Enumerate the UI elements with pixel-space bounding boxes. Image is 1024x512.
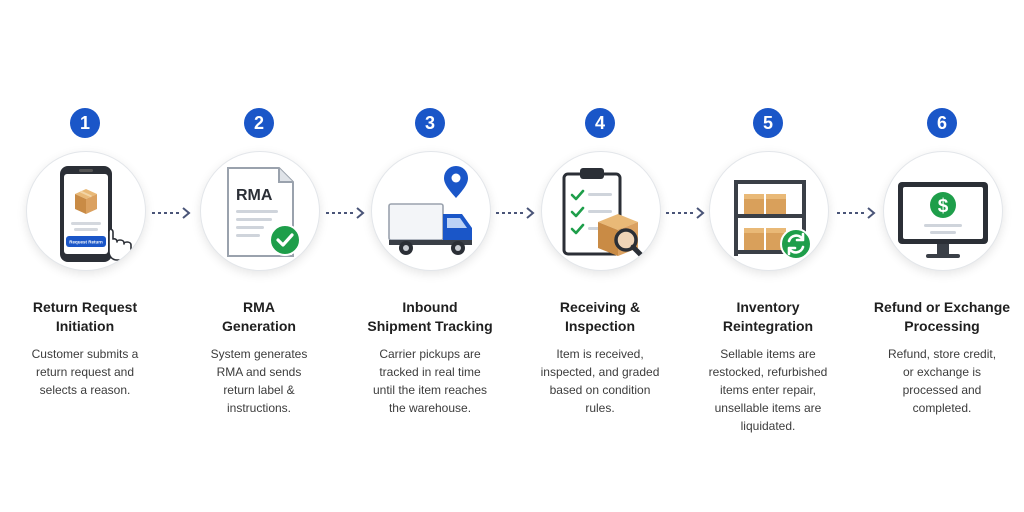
step-title: Receiving & Inspection (559, 299, 641, 334)
step-title: RMA Generation (222, 299, 296, 334)
step-2: 2 RMA RMA Generation System generates RM… (174, 0, 344, 512)
arrow-connector (666, 207, 705, 219)
refund-monitor-icon: $ (898, 182, 988, 258)
refresh-icon (780, 228, 812, 260)
step-number-badge: 4 (585, 108, 615, 138)
magnifier-icon (614, 228, 638, 252)
step-description: Sellable items are restocked, refurbishe… (708, 347, 828, 433)
svg-text:$: $ (938, 196, 949, 217)
rma-document-icon: RMA (227, 167, 301, 257)
step-description: Carrier pickups are tracked in real time… (372, 347, 488, 415)
phone-return-icon: Request Return (60, 166, 132, 262)
arrow-connector (837, 207, 876, 219)
step-title: Refund or Exchange Processing (873, 299, 1011, 334)
step-title: Inventory Reintegration (722, 299, 814, 334)
step-number-badge: 6 (927, 108, 957, 138)
step-icon-circle: Request Return (26, 151, 146, 271)
step-icon-circle: $ (883, 151, 1003, 271)
step-description: Refund, store credit, or exchange is pro… (887, 347, 997, 415)
request-return-button: Request Return (69, 240, 103, 245)
step-number-badge: 5 (753, 108, 783, 138)
dollar-icon (930, 192, 956, 218)
step-icon-circle (709, 151, 829, 271)
arrow-connector (326, 207, 365, 219)
arrow-connector (496, 207, 535, 219)
step-icon-circle: RMA (200, 151, 320, 271)
truck-tracking-icon (388, 166, 472, 255)
step-icon-circle (541, 151, 661, 271)
step-number-badge: 1 (70, 108, 100, 138)
step-icon-circle (371, 151, 491, 271)
step-4: 4 Receiving & Inspection Item is receive… (515, 0, 685, 512)
step-title: Inbound Shipment Tracking (367, 299, 493, 334)
step-description: Item is received, inspected, and graded … (540, 347, 660, 415)
document-label: RMA (236, 187, 273, 204)
step-1: 1 Request Return Return Request Initiati… (0, 0, 170, 512)
step-number-badge: 2 (244, 108, 274, 138)
check-icon (269, 224, 301, 256)
step-5: 5 Inventor (683, 0, 853, 512)
step-3: 3 Inbound Shipment Tracking Carrier pick… (345, 0, 515, 512)
step-description: System generates RMA and sends return la… (210, 347, 308, 415)
step-title: Return Request Initiation (32, 299, 138, 334)
arrow-connector (152, 207, 191, 219)
inspection-icon (562, 168, 646, 260)
step-number-badge: 3 (415, 108, 445, 138)
step-6: 6 $ Refund or Exchange Processing Refund… (857, 0, 1024, 512)
warehouse-shelf-icon (734, 180, 812, 260)
step-description: Customer submits a return request and se… (31, 347, 139, 397)
